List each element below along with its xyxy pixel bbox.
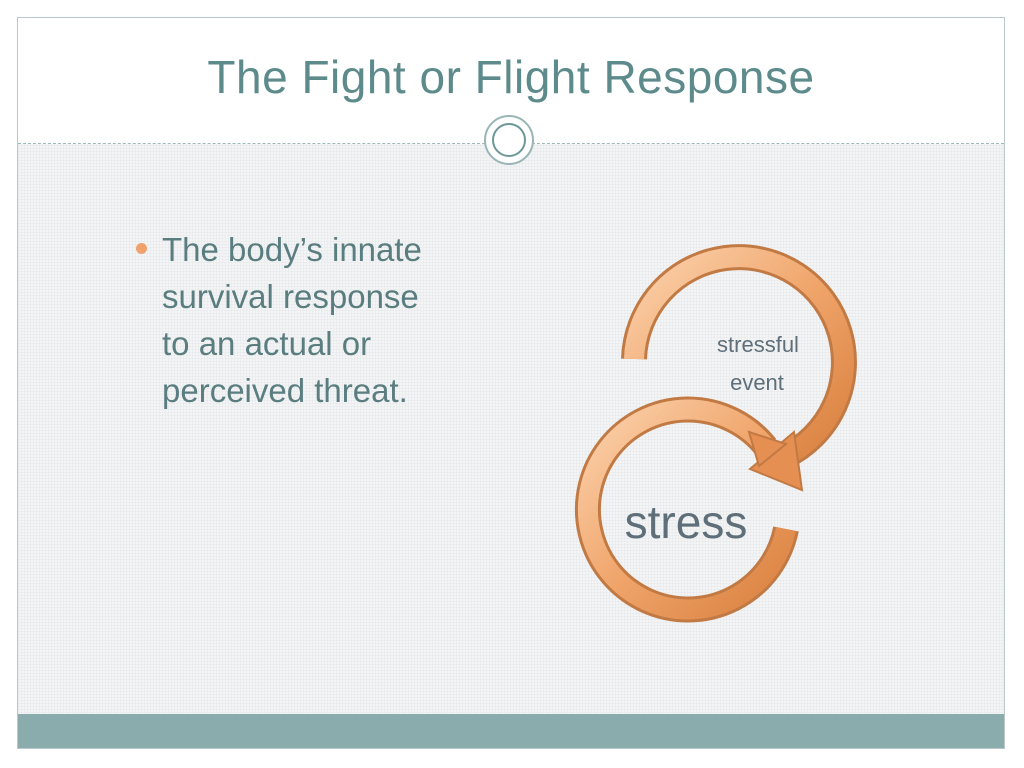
bullet-dot-icon — [136, 243, 147, 254]
bullet-text: The body’s innate survival response to a… — [162, 231, 422, 409]
outer-label-event: event — [730, 370, 784, 395]
inner-cycle-arrow — [574, 396, 799, 623]
slide: The Fight or Flight Response The body’s … — [17, 17, 1005, 749]
slide-title: The Fight or Flight Response — [207, 51, 815, 103]
divider-circle-ornament — [484, 115, 534, 165]
bullet-list: The body’s innate survival response to a… — [136, 226, 436, 414]
content-area — [18, 144, 1004, 716]
outer-cycle-arrow — [621, 244, 857, 492]
bullet-item: The body’s innate survival response to a… — [136, 226, 436, 414]
stress-cycle-diagram: stressful event stress — [574, 244, 857, 623]
footer-bar — [18, 714, 1004, 748]
outer-label-stressful: stressful — [717, 332, 799, 357]
divider-circle-inner — [492, 123, 526, 157]
inner-label-stress: stress — [625, 496, 748, 548]
